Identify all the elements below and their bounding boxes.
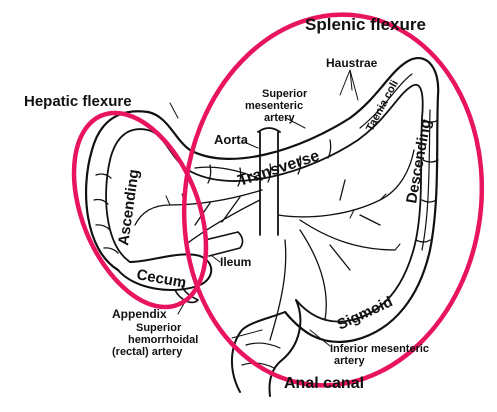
aorta-vessel — [257, 127, 281, 236]
cecum-pouch — [117, 253, 213, 291]
leader-lines — [169, 69, 359, 347]
label-anal-canal: Anal canal — [284, 375, 364, 392]
label-haustrae: Haustrae — [326, 56, 378, 70]
label-ascending: Ascending — [115, 168, 143, 246]
label-hepatic-flexure: Hepatic flexure — [24, 93, 132, 110]
label-ima-line1: Inferior mesenteric — [330, 343, 429, 355]
inferior-mesenteric-leader — [309, 329, 331, 347]
rectum-shape — [230, 299, 302, 397]
aorta-leader — [243, 141, 259, 149]
taenia-coli-line — [359, 73, 431, 251]
hemorrhoidal-leader — [231, 329, 263, 339]
label-hemorrhoidal-line2: hemorrhoidal — [128, 334, 198, 346]
label-appendix: Appendix — [112, 307, 167, 321]
label-sma-line3: artery — [264, 112, 295, 124]
ileum-tube — [204, 231, 244, 257]
label-ileum: Ileum — [220, 255, 251, 269]
vessels — [134, 127, 415, 341]
highlight-ellipse-left-colon — [181, 12, 485, 388]
hepatic-flexure-leader — [169, 102, 179, 119]
ascending-haustra — [93, 173, 119, 254]
colon-outer-wall — [84, 57, 440, 343]
appendix-shape — [174, 285, 199, 304]
inferior-mesenteric-branches — [269, 149, 415, 341]
label-aorta: Aorta — [214, 132, 249, 147]
label-sma-line1: Superior — [262, 88, 308, 100]
highlight-ellipse-right-colon — [71, 110, 209, 310]
colon-inner-wall — [105, 83, 424, 323]
label-hemorrhoidal-line3: (rectal) artery — [112, 346, 183, 358]
transverse-haustra — [207, 139, 332, 187]
label-sma-line2: mesenteric — [245, 100, 303, 112]
label-hemorrhoidal-line1: Superior — [136, 322, 182, 334]
label-sigmoid: Sigmoid — [335, 293, 396, 333]
haustrae-leader — [339, 69, 359, 101]
label-ima-line2: artery — [334, 355, 365, 367]
ileum-leader — [211, 255, 221, 263]
colon-drawing — [84, 57, 440, 397]
label-cecum: Cecum — [135, 266, 187, 291]
label-splenic-flexure: Splenic flexure — [305, 15, 426, 34]
descending-haustra — [415, 119, 439, 243]
sma-leader — [285, 117, 306, 129]
